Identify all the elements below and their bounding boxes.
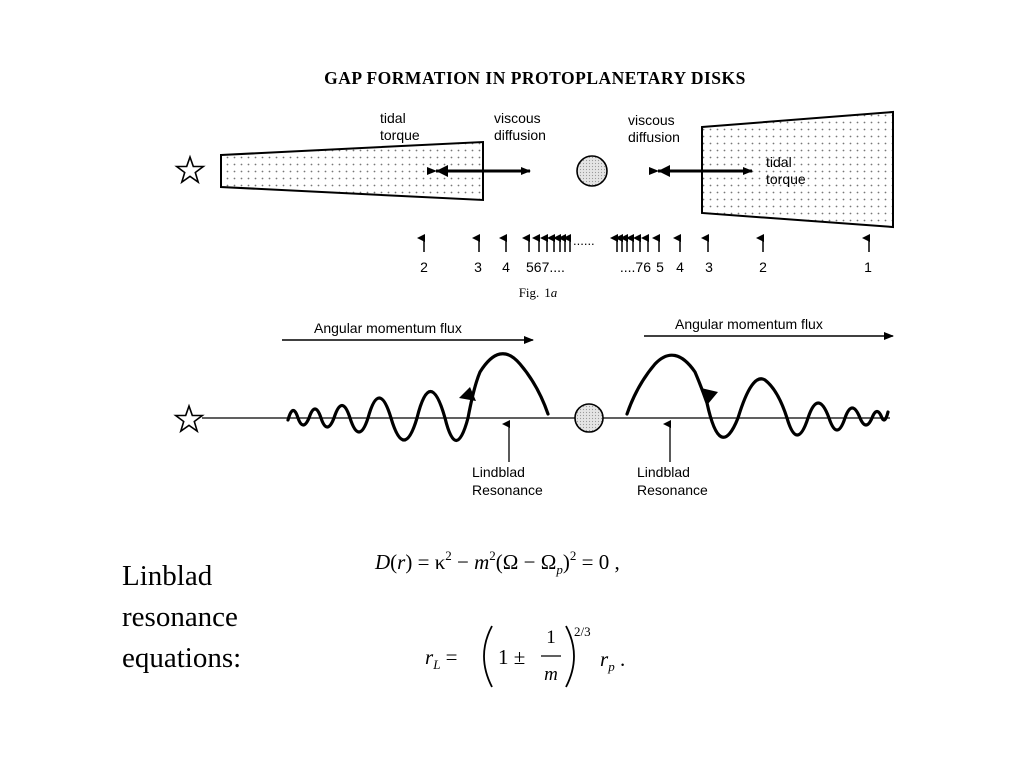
resonance-label: 3 [705,259,713,275]
resonance-label: 3 [474,259,482,275]
svg-text:rL =: rL = [425,645,458,672]
side-label: Linblad resonance equations: [122,556,241,679]
star-icon [174,154,206,185]
equation-1: D(r) = κ2 − m2(Ω − Ωp)2 = 0 , [374,548,620,577]
side-label-line-2: resonance [122,601,238,633]
flux-label-right: Angular momentum flux [675,316,823,332]
right-viscous-label-2: diffusion [628,129,680,145]
right-tidal-label-1: tidal [766,154,792,170]
resonance-label: 2 [420,259,428,275]
planet [574,403,604,433]
left-viscous-label-1: viscous [494,110,541,126]
lindblad-label-right-2: Resonance [637,482,708,498]
resonance-label: 4 [502,259,510,275]
resonance-label: 2 [759,259,767,275]
lindblad-label-left-2: Resonance [472,482,543,498]
svg-text:1 ±: 1 ± [498,645,525,669]
star-icon [173,403,205,434]
outer-disk [701,110,894,229]
right-viscous-label-1: viscous [628,112,675,128]
svg-text:D(r) = κ2 − m2(Ω − Ωp)2 = 0 ,: D(r) = κ2 − m2(Ω − Ωp)2 = 0 , [374,548,620,577]
equation-2: rL = 1 ± 1 m 2/3 rp . [425,624,625,688]
outer-wave-arrowhead [701,388,718,404]
resonance-label: ....76 [620,259,651,275]
lindblad-label-right-1: Lindblad [637,464,690,480]
resonance-label: 1 [864,259,872,275]
resonance-label: 567.... [526,259,565,275]
planet [576,155,608,187]
svg-text:rp .: rp . [600,647,625,674]
figure-title: GAP FORMATION IN PROTOPLANETARY DISKS [324,68,746,88]
resonance-label: 4 [676,259,684,275]
caption-letter: a [551,285,558,300]
flux-label-left: Angular momentum flux [314,320,462,336]
svg-text:m: m [544,664,558,685]
side-label-line-3: equations: [122,642,242,674]
outer-density-wave [625,353,890,439]
inner-wave-arrowhead [459,387,476,401]
inner-density-wave [286,352,550,442]
resonance-arrows [417,234,870,252]
svg-text:1: 1 [546,627,556,648]
right-tidal-label-2: torque [766,171,806,187]
side-label-line-1: Linblad [122,560,213,592]
inner-disk [220,140,484,202]
left-tidal-label-1: tidal [380,110,406,126]
svg-text:2/3: 2/3 [574,624,591,639]
left-viscous-label-2: diffusion [494,127,546,143]
lindblad-label-left-1: Lindblad [472,464,525,480]
caption-prefix: Fig. [519,285,540,300]
figure-caption: Fig. 1a [519,285,558,300]
resonance-label: 5 [656,259,664,275]
resonance-ellipsis: ...... [573,233,595,248]
left-tidal-label-2: torque [380,127,420,143]
caption-number: 1 [544,285,551,300]
